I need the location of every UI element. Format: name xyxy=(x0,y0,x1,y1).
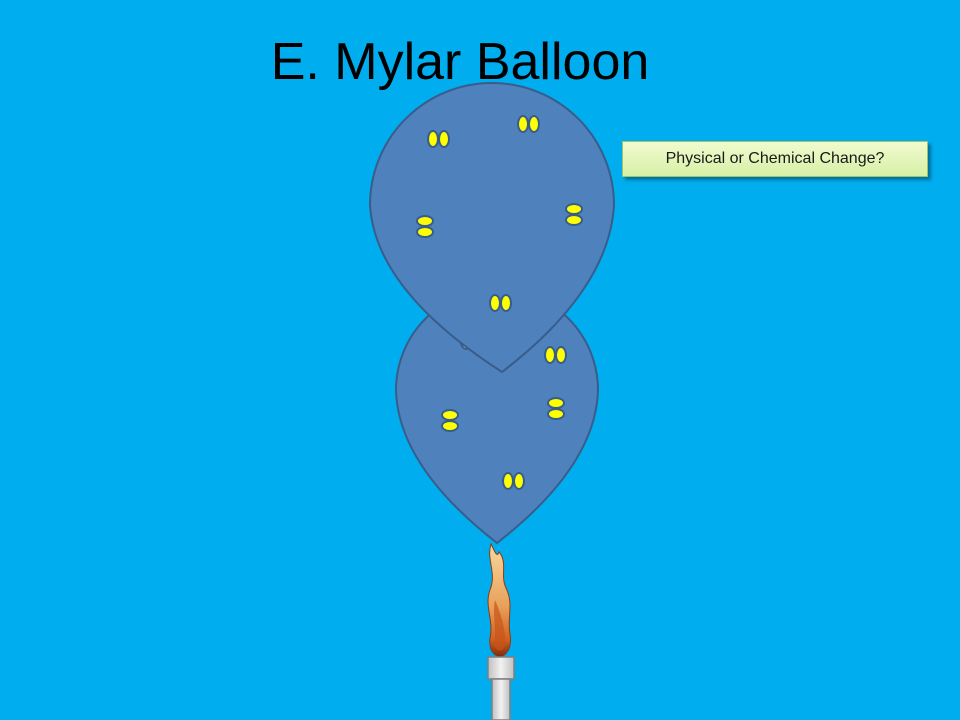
gas-particle-icon xyxy=(416,215,434,238)
gas-particle-icon xyxy=(565,203,583,226)
question-callout: Physical or Chemical Change? xyxy=(622,141,928,177)
flame-icon xyxy=(487,542,511,658)
burner-tube-icon xyxy=(487,656,515,720)
expanded-balloon-particles xyxy=(416,115,583,312)
gas-particle-icon xyxy=(547,397,565,420)
gas-particle-icon xyxy=(502,472,525,490)
gas-particle-icon xyxy=(489,294,512,312)
gas-particle-icon xyxy=(517,115,540,133)
expanded-balloon-icon xyxy=(368,82,616,374)
gas-particle-icon xyxy=(441,409,459,432)
gas-particle-icon xyxy=(427,130,450,148)
gas-particle-icon xyxy=(544,346,567,364)
slide-title: E. Mylar Balloon xyxy=(270,33,650,91)
